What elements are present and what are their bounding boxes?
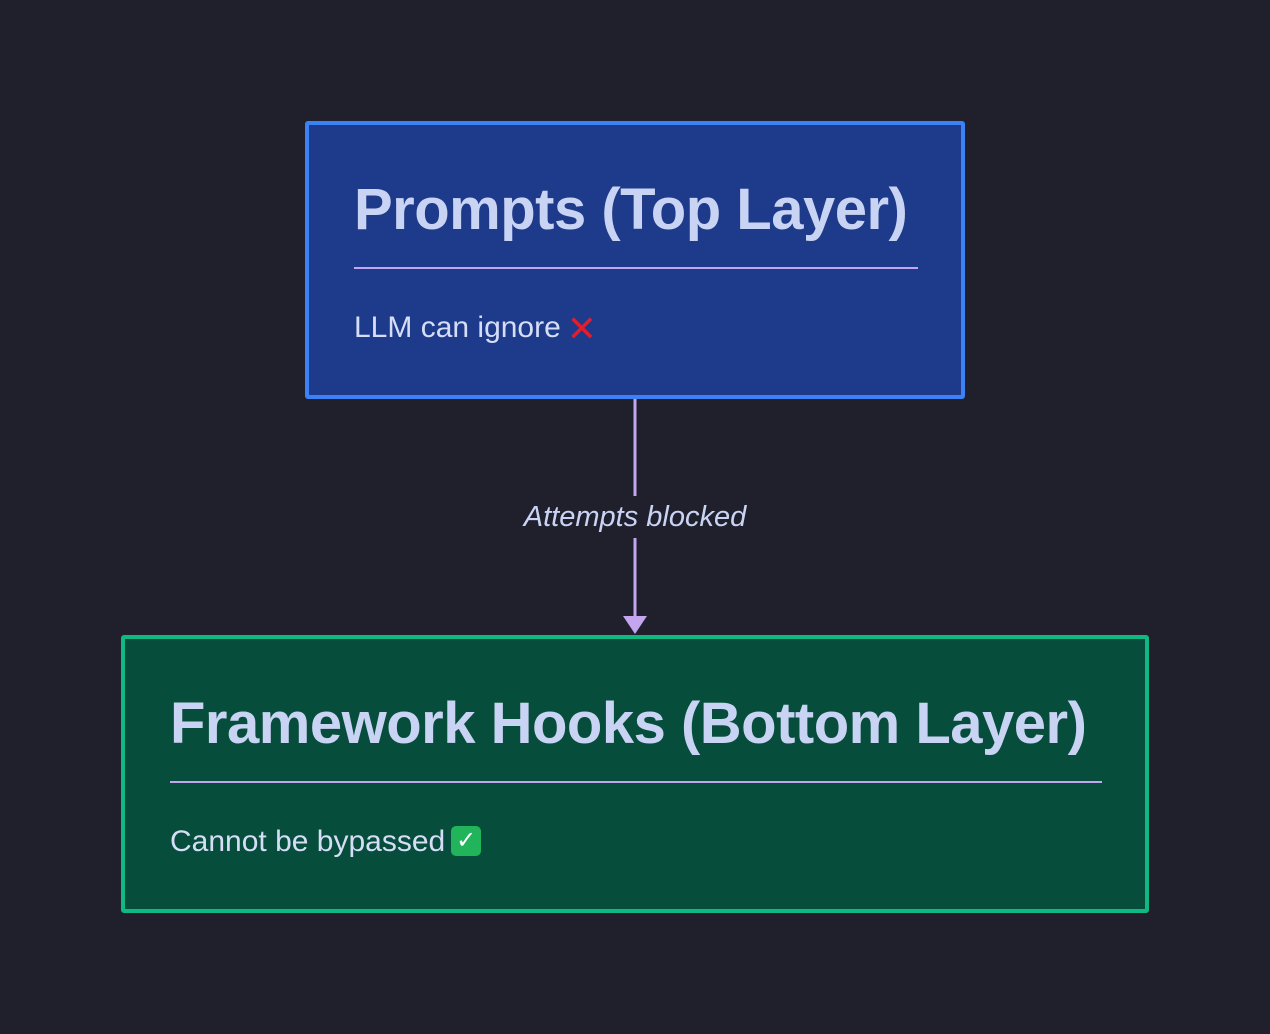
node-prompts: Prompts (Top Layer) LLM can ignore✕ xyxy=(305,121,965,399)
node-text-row: Cannot be bypassed✓ xyxy=(170,824,482,860)
node-description: LLM can ignore xyxy=(354,311,561,344)
node-title: Prompts (Top Layer) xyxy=(354,177,908,242)
node-title: Framework Hooks (Bottom Layer) xyxy=(170,691,1087,756)
node-divider xyxy=(170,781,1102,783)
node-divider xyxy=(354,267,918,269)
check-mark-icon: ✓ xyxy=(451,826,482,857)
node-description: Cannot be bypassed xyxy=(170,825,446,858)
edge-arrowhead xyxy=(623,616,647,634)
node-text-row: LLM can ignore✕ xyxy=(354,310,597,347)
edge-label: Attempts blocked xyxy=(504,496,766,538)
cross-mark-icon: ✕ xyxy=(566,308,597,350)
node-framework-hooks: Framework Hooks (Bottom Layer) Cannot be… xyxy=(121,635,1149,913)
